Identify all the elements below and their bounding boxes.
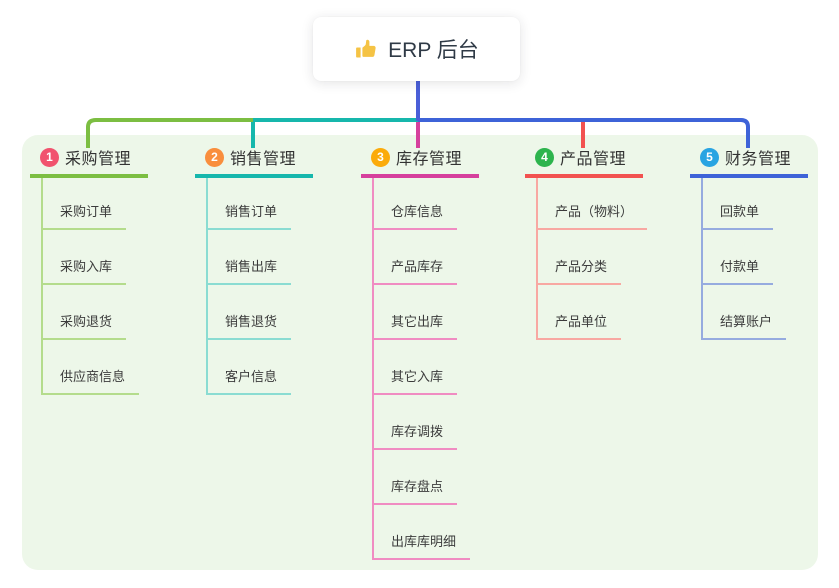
child-node[interactable]: 销售退货	[208, 285, 292, 340]
branches-panel	[22, 135, 818, 570]
child-node[interactable]: 仓库信息	[374, 178, 458, 230]
branch-children: 仓库信息 产品库存 其它出库 其它入库 库存调拨 库存盘点 出库库明细	[372, 178, 479, 560]
child-label: 出库库明细	[391, 534, 457, 549]
child-node[interactable]: 产品库存	[374, 230, 458, 285]
child-label: 结算账户	[720, 314, 773, 329]
branch-column-sales: 2 销售管理 销售订单 销售出库 销售退货 客户信息	[195, 147, 313, 395]
child-label: 仓库信息	[391, 204, 444, 219]
child-node[interactable]: 其它入库	[374, 340, 458, 395]
child-node[interactable]: 付款单	[703, 230, 774, 285]
child-label: 采购退货	[60, 314, 113, 329]
branch-column-inventory: 3 库存管理 仓库信息 产品库存 其它出库 其它入库 库存调拨 库存盘点 出库库…	[361, 147, 479, 560]
child-label: 客户信息	[225, 369, 278, 384]
branch-title: 采购管理	[65, 151, 132, 168]
branch-title: 产品管理	[560, 151, 627, 168]
child-node[interactable]: 产品（物料）	[538, 178, 648, 230]
branch-number-badge: 3	[371, 147, 390, 167]
child-node[interactable]: 其它出库	[374, 285, 458, 340]
child-label: 销售出库	[225, 259, 278, 274]
child-node[interactable]: 库存调拨	[374, 395, 458, 450]
branch-children: 采购订单 采购入库 采购退货 供应商信息	[41, 178, 148, 395]
child-label: 其它入库	[391, 369, 444, 384]
branch-children: 销售订单 销售出库 销售退货 客户信息	[206, 178, 313, 395]
child-label: 销售退货	[225, 314, 278, 329]
child-node[interactable]: 出库库明细	[374, 505, 471, 560]
branch-children: 产品（物料） 产品分类 产品单位	[536, 178, 648, 340]
child-label: 付款单	[720, 259, 760, 274]
child-node[interactable]: 回款单	[703, 178, 774, 230]
branch-header[interactable]: 2 销售管理	[195, 147, 313, 178]
child-label: 销售订单	[225, 204, 278, 219]
child-node[interactable]: 产品分类	[538, 230, 622, 285]
child-node[interactable]: 销售出库	[208, 230, 292, 285]
child-node[interactable]: 库存盘点	[374, 450, 458, 505]
branch-header[interactable]: 5 财务管理	[690, 147, 808, 178]
child-node[interactable]: 采购退货	[43, 285, 127, 340]
branch-number-badge: 4	[535, 147, 554, 167]
branch-children: 回款单 付款单 结算账户	[701, 178, 808, 340]
child-node[interactable]: 客户信息	[208, 340, 292, 395]
child-label: 库存调拨	[391, 424, 444, 439]
branch-number-badge: 5	[700, 147, 719, 167]
child-label: 产品单位	[555, 314, 608, 329]
child-label: 供应商信息	[60, 369, 126, 384]
branch-column-purchase: 1 采购管理 采购订单 采购入库 采购退货 供应商信息	[30, 147, 148, 395]
branch-title: 库存管理	[396, 151, 463, 168]
branch-header[interactable]: 3 库存管理	[361, 147, 479, 178]
branch-number-badge: 1	[40, 147, 59, 167]
child-node[interactable]: 采购订单	[43, 178, 127, 230]
child-node[interactable]: 销售订单	[208, 178, 292, 230]
child-node[interactable]: 供应商信息	[43, 340, 140, 395]
branch-title: 销售管理	[230, 151, 297, 168]
branch-column-product: 4 产品管理 产品（物料） 产品分类 产品单位	[525, 147, 648, 340]
root-title: ERP 后台	[388, 39, 479, 62]
child-label: 回款单	[720, 204, 760, 219]
child-label: 产品库存	[391, 259, 444, 274]
child-label: 产品分类	[555, 259, 608, 274]
branch-title: 财务管理	[725, 151, 792, 168]
child-label: 其它出库	[391, 314, 444, 329]
child-label: 产品（物料）	[555, 204, 634, 219]
child-label: 库存盘点	[391, 479, 444, 494]
child-label: 采购入库	[60, 259, 113, 274]
mindmap-root-node[interactable]: ERP 后台	[313, 17, 520, 81]
branch-column-finance: 5 财务管理 回款单 付款单 结算账户	[690, 147, 808, 340]
child-node[interactable]: 结算账户	[703, 285, 787, 340]
branch-header[interactable]: 1 采购管理	[30, 147, 148, 178]
child-node[interactable]: 采购入库	[43, 230, 127, 285]
branch-header[interactable]: 4 产品管理	[525, 147, 643, 178]
child-label: 采购订单	[60, 204, 113, 219]
thumbs-up-icon	[356, 39, 376, 58]
child-node[interactable]: 产品单位	[538, 285, 622, 340]
branch-number-badge: 2	[205, 147, 224, 167]
